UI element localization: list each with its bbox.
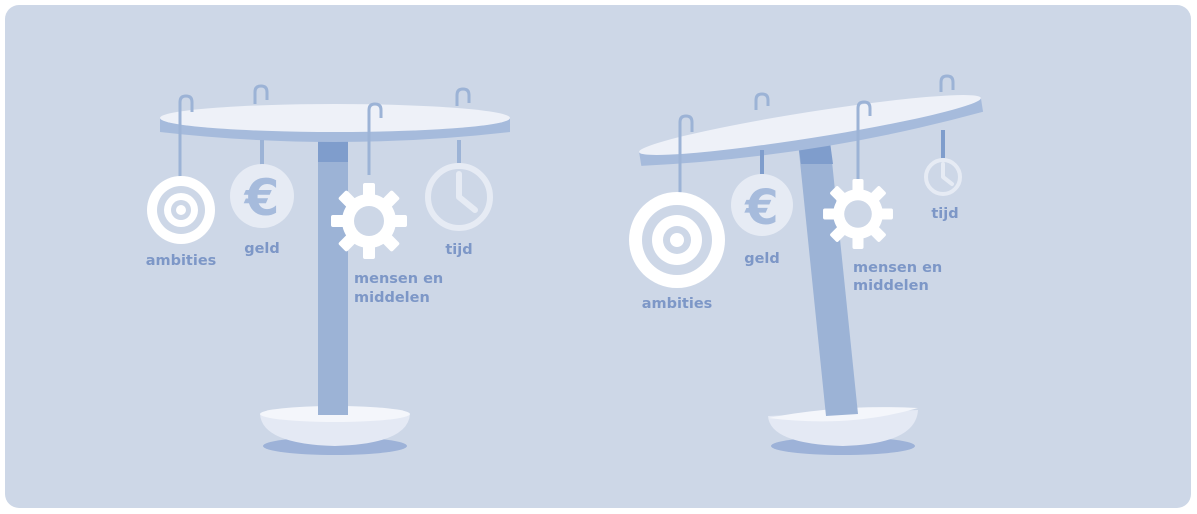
label-mensen-line1: mensen en [853,260,942,276]
beam-top [160,104,510,132]
gear-icon [331,183,407,259]
hook [939,74,955,92]
tilted-scale: € ambities geld mensen en middelen tijd [629,74,984,455]
hook [455,87,471,106]
label-mensen-line2: middelen [853,278,929,294]
hook [178,94,194,185]
label-tijd: tijd [931,206,958,222]
pole [318,140,348,415]
hook [678,114,694,200]
beam-top [639,95,981,155]
hook [253,84,269,104]
label-ambities: ambities [642,296,713,312]
label-mensen-line2: middelen [354,290,430,306]
hook [754,92,770,110]
target-icon [147,176,215,244]
clock-icon [924,158,962,196]
base-bowl [260,414,410,446]
pole-top [318,140,348,162]
target-icon [629,192,725,288]
label-geld: geld [244,241,280,257]
label-geld: geld [744,251,780,267]
gear-icon [823,179,893,249]
svg-text:€: € [244,169,280,227]
hook [367,102,383,175]
pole [798,142,858,416]
hook [856,100,872,180]
label-ambities: ambities [146,253,217,269]
illustration-panel [5,5,1191,508]
label-tijd: tijd [445,242,472,258]
euro-icon: € [230,164,294,228]
svg-text:€: € [744,180,778,236]
balanced-scale: € ambities geld mensen en middelen tijd [146,84,510,455]
euro-icon: € [731,174,793,236]
label-mensen-line1: mensen en [354,271,443,287]
clock-icon [425,163,493,231]
